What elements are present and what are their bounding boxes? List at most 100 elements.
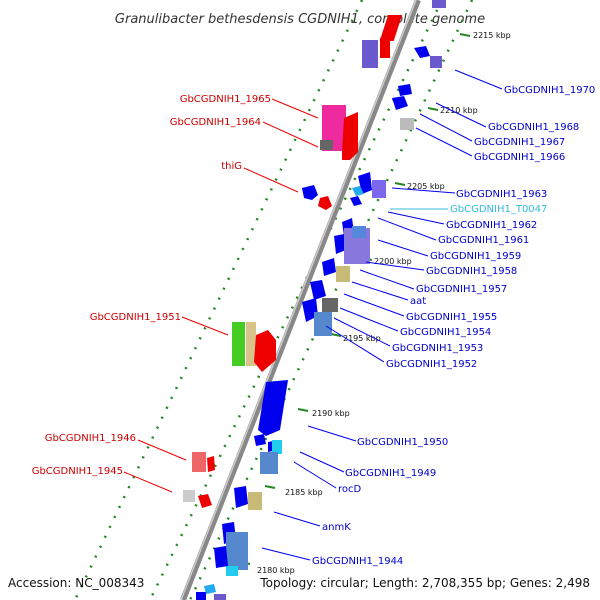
gene-label-right[interactable]: GbCGDNIH1_1962 [446,220,537,231]
gene-label-right[interactable]: rocD [338,484,362,495]
leader-line [339,307,399,332]
outer-tick-track [148,0,444,600]
leader-line [343,293,405,317]
gene-feature[interactable] [362,40,378,68]
leader-line [181,316,229,336]
gene-label-right[interactable]: aat [410,296,426,307]
gene-feature[interactable] [400,118,414,130]
gene-feature[interactable] [226,566,238,576]
gene-feature[interactable] [414,46,430,58]
gene-feature[interactable] [320,140,333,150]
gene-feature[interactable] [310,280,326,300]
accession-text: Accession: NC_008343 [8,576,144,590]
gene-label-right[interactable]: GbCGDNIH1_T0047 [450,204,547,215]
leader-line [325,325,385,363]
gene-feature[interactable] [342,152,350,160]
gene-label-right[interactable]: GbCGDNIH1_1966 [474,152,565,163]
gene-label-right[interactable]: GbCGDNIH1_1970 [504,85,595,96]
gene-feature[interactable] [322,298,338,312]
leader-line [123,471,173,493]
gene-label-right[interactable]: GbCGDNIH1_1963 [456,189,547,200]
gene-label-left[interactable]: thiG [221,161,242,172]
leader-line [454,69,503,90]
leader-line [273,511,321,527]
leader-line [359,269,415,290]
gene-label-left[interactable]: GbCGDNIH1_1946 [45,433,136,444]
gene-feature[interactable] [314,312,332,336]
gene-feature[interactable] [352,226,366,238]
gene-feature[interactable] [432,0,446,8]
gene-feature[interactable] [254,434,266,446]
gene-feature[interactable] [302,185,318,200]
gene-feature[interactable] [358,172,372,194]
gene-feature[interactable] [342,112,358,160]
left-labels: GbCGDNIH1_1965 GbCGDNIH1_1964 thiG GbCGD… [32,94,271,477]
gene-feature[interactable] [183,490,195,502]
gene-feature[interactable] [352,186,364,196]
right-leader-lines [261,69,503,561]
gene-label-right[interactable]: GbCGDNIH1_1954 [400,327,491,338]
gene-label-right[interactable]: GbCGDNIH1_1950 [357,437,448,448]
gene-label-right[interactable]: GbCGDNIH1_1955 [406,312,497,323]
leader-line [137,439,187,461]
gene-feature[interactable] [214,546,228,568]
gene-label-right[interactable]: GbCGDNIH1_1952 [386,359,477,370]
gene-feature[interactable] [207,456,215,472]
gene-label-right[interactable]: GbCGDNIH1_1957 [416,284,507,295]
gene-feature[interactable] [334,234,346,254]
gene-feature[interactable] [196,592,206,600]
gene-feature[interactable] [234,486,248,508]
leader-line [307,425,357,442]
gene-feature[interactable] [232,322,245,366]
gene-label-right[interactable]: anmK [322,522,351,533]
genome-backbone [180,0,421,600]
gene-label-left[interactable]: GbCGDNIH1_1951 [90,312,181,323]
gene-label-right[interactable]: GbCGDNIH1_1958 [426,266,517,277]
gene-feature[interactable] [226,532,248,570]
gene-feature[interactable] [336,266,350,282]
kbp-tick [330,333,342,337]
gene-feature[interactable] [258,380,288,436]
gene-label-right[interactable]: GbCGDNIH1_1967 [474,137,565,148]
gene-feature[interactable] [318,196,332,210]
leader-line [293,461,337,489]
gene-label-left[interactable]: GbCGDNIH1_1964 [170,117,261,128]
kbp-tick [427,107,439,111]
gene-feature[interactable] [379,15,403,41]
genome-backbone-highlight [180,0,417,600]
leader-line [351,281,409,301]
leader-line [387,211,445,225]
gene-feature[interactable] [246,322,256,366]
gene-feature[interactable] [380,38,390,58]
gene-label-right[interactable]: GbCGDNIH1_1953 [392,343,483,354]
gene-label-left[interactable]: GbCGDNIH1_1965 [180,94,271,105]
kbp-label: 2190 kbp [312,409,350,418]
gene-feature[interactable] [198,494,212,508]
gene-label-right[interactable]: GbCGDNIH1_1968 [488,122,579,133]
inner-tick-track-left [73,0,364,600]
gene-feature[interactable] [430,56,442,68]
kbp-tick [459,33,471,37]
gene-feature[interactable] [204,584,216,594]
gene-feature[interactable] [398,84,412,96]
gene-label-right[interactable]: GbCGDNIH1_1949 [345,468,436,479]
kbp-label: 2210 kbp [440,106,478,115]
gene-feature[interactable] [392,96,408,110]
gene-feature[interactable] [372,180,386,198]
gene-feature[interactable] [322,258,336,276]
gene-label-left[interactable]: GbCGDNIH1_1945 [32,466,123,477]
gene-label-right[interactable]: GbCGDNIH1_1961 [438,235,529,246]
gene-feature[interactable] [214,594,226,600]
gene-feature[interactable] [248,492,262,510]
gene-label-right[interactable]: GbCGDNIH1_1959 [430,251,521,262]
gene-label-right[interactable]: GbCGDNIH1_1944 [312,556,403,567]
gene-feature[interactable] [260,452,278,474]
gene-feature[interactable] [192,452,206,472]
gene-feature[interactable] [350,196,362,206]
leader-line [365,261,425,271]
gene-feature[interactable] [254,330,276,372]
reverse-strand-genes [196,0,446,600]
gene-feature[interactable] [272,440,282,454]
